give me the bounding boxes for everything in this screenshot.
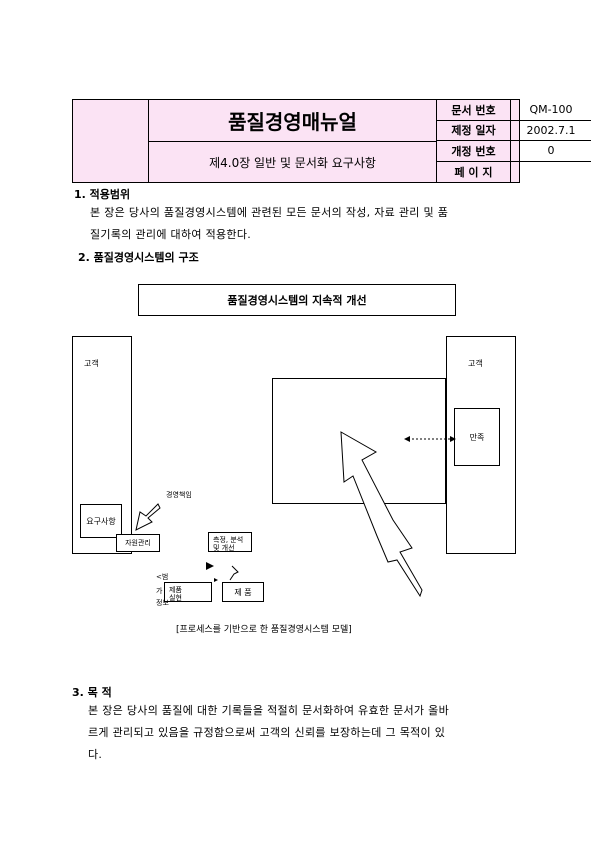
section-1-heading: 1. 적용범위 [74, 188, 131, 201]
product-realization-box: 제품 실현 [164, 582, 212, 602]
section-1-body: 본 장은 당사의 품질경영시스템에 관련된 모든 문서의 작성, 자료 관리 및… [90, 202, 530, 246]
improvement-arrow [340, 431, 423, 598]
measurement-label-2: 및 개선 [213, 544, 235, 552]
product-box: 제 품 [222, 582, 264, 602]
section-3-line-2: 르게 관리되고 있음을 규정함으로써 고객의 신뢰를 보장하는데 그 목적이 있 [88, 726, 446, 739]
page-label: 페 이 지 [437, 161, 511, 182]
product-realization-label-1: 제품 [169, 586, 182, 594]
established-date-value: 2002.7.1 [511, 121, 591, 141]
measurement-box: 측정, 분석 및 개선 [208, 532, 252, 552]
legend-fragment-c: 정보 [156, 599, 169, 607]
header-blank-cell [73, 100, 149, 182]
section-2-heading: 2. 품질경영시스템의 구조 [78, 251, 199, 264]
measurement-label-1: 측정, 분석 [213, 536, 244, 544]
requirements-box: 요구사항 [80, 504, 122, 538]
customer-left-label: 고객 [84, 359, 99, 368]
revision-number-value: 0 [511, 141, 591, 162]
continual-improvement-banner: 품질경영시스템의 지속적 개선 [138, 284, 456, 316]
management-responsibility-label: 경영책임 [166, 491, 192, 499]
resource-management-box: 자원관리 [116, 534, 160, 552]
legend-fragment-b: 가 [156, 587, 163, 595]
document-header-table: 품질경영매뉴얼 제4.0장 일반 및 문서화 요구사항 문서 번호 QM-100… [72, 99, 591, 183]
section-1-line-2: 질기록의 관리에 대하여 적용한다. [90, 228, 252, 241]
section-1-line-1: 본 장은 당사의 품질경영시스템에 관련된 모든 문서의 작성, 자료 관리 및… [90, 206, 449, 219]
small-curved-arrow [229, 565, 239, 581]
section-3-line-3: 다. [88, 748, 103, 761]
satisfaction-box: 만족 [454, 408, 500, 466]
customer-right-label: 고객 [468, 359, 483, 368]
manual-title: 품질경영매뉴얼 [149, 100, 437, 142]
management-arrow [135, 503, 161, 531]
section-3-heading: 3. 목 적 [72, 686, 112, 699]
chapter-title: 제4.0장 일반 및 문서화 요구사항 [149, 142, 437, 182]
doc-number-value: QM-100 [511, 100, 591, 121]
product-realization-label-2: 실현 [169, 594, 182, 602]
section-3-body: 본 장은 당사의 품질에 대한 기록들을 적절히 문서화하여 유효한 문서가 올… [88, 700, 528, 766]
doc-number-label: 문서 번호 [437, 100, 511, 121]
established-date-label: 제정 일자 [437, 120, 511, 141]
small-dot-arrow [214, 578, 218, 582]
revision-number-label: 개정 번호 [437, 141, 511, 162]
section-3-line-1: 본 장은 당사의 품질에 대한 기록들을 적절히 문서화하여 유효한 문서가 올… [88, 704, 449, 717]
legend-fragment-a: <범 [156, 573, 169, 581]
dotted-arrow-right-head [450, 436, 456, 442]
diagram-caption: [프로세스를 기반으로 한 품질경영시스템 모델] [176, 625, 352, 635]
small-triangle-arrow [206, 562, 214, 570]
dotted-arrow-left-head [404, 436, 410, 442]
